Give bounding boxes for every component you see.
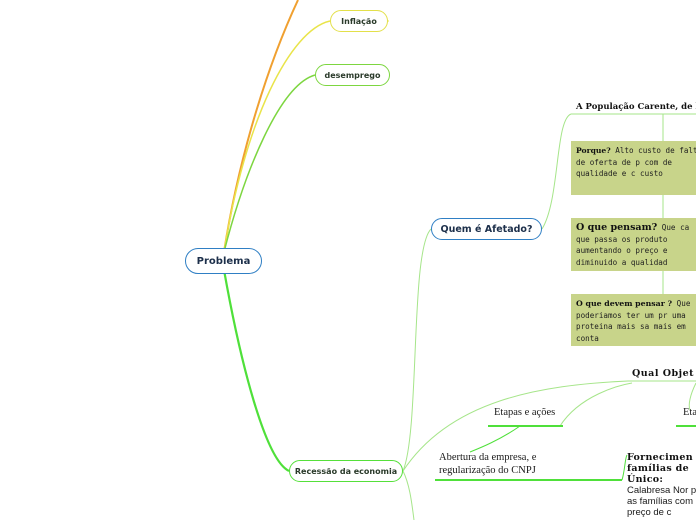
fornec-heading: Fornecimen famílias de Único: [627, 452, 693, 485]
branch-qual [402, 380, 629, 472]
node-populacao-carente[interactable]: A População Carente, de b [576, 102, 696, 112]
node-desemprego[interactable]: desemprego [315, 64, 390, 86]
node-etapas-acoes[interactable]: Etapas e ações [494, 407, 556, 418]
fornec-body: Calabresa Nor para as famílias com preço… [627, 485, 696, 518]
porque-text: Alto custo de falta de oferta de p com d… [576, 146, 696, 178]
branch-quem [402, 228, 432, 472]
node-etapas-acoes-2[interactable]: Eta [683, 407, 696, 418]
branch-recessao [222, 269, 290, 472]
node-fornecimento[interactable]: Fornecimen famílias de Único: Calabresa … [627, 452, 696, 518]
devem-text: Que poderiamos ter um pr uma proteina ma… [576, 299, 691, 343]
branch-populacao [541, 113, 572, 230]
node-quem-afetado[interactable]: Quem é Afetado? [431, 218, 542, 240]
node-abertura-empresa[interactable]: Abertura da empresa, e regularização do … [439, 452, 537, 476]
node-o-que-devem-pensar[interactable]: O que devem pensar ? Que poderiamos ter … [571, 294, 696, 346]
devem-label: O que devem pensar ? [576, 299, 673, 308]
pensam-text: Que ca que passa os produto aumentando o… [576, 223, 690, 267]
node-porque[interactable]: Porque? Alto custo de falta de oferta de… [571, 141, 696, 195]
node-qual-objetivo[interactable]: Qual Objet [632, 368, 695, 379]
branch-inflacao [223, 20, 331, 253]
node-recessao[interactable]: Recessão da economia [289, 460, 403, 482]
porque-label: Porque? [576, 146, 611, 155]
branch-desemprego [223, 74, 316, 253]
node-inflacao[interactable]: Inflação [330, 10, 388, 32]
root-node-problema[interactable]: Problema [185, 248, 262, 274]
pensam-label: O que pensam? [576, 222, 658, 233]
node-o-que-pensam[interactable]: O que pensam? Que ca que passa os produt… [571, 218, 696, 271]
